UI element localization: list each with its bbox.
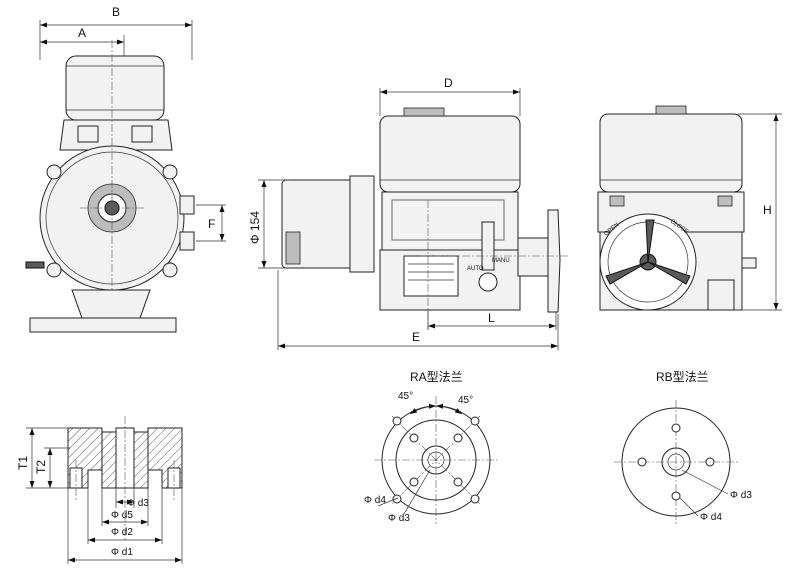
rear-view: OPEN CLOSE H — [597, 105, 782, 311]
ra-flange-view: RA型法兰 45° 45° Φ d4 Φ d3 — [364, 370, 498, 524]
rb-flange-view: RB型法兰 Φ d3 Φ d4 — [614, 370, 752, 526]
dim-a-label: A — [78, 26, 86, 40]
dim-t1-label: T1 — [16, 456, 30, 470]
angle-label-right: 45° — [458, 395, 473, 406]
rb-d3-label: Φ d3 — [730, 490, 752, 501]
ra-d4-label: Φ d4 — [364, 495, 386, 506]
dim-d2-label: Φ d2 — [111, 527, 133, 538]
rb-d4-label: Φ d4 — [700, 512, 722, 523]
dim-b-label: B — [112, 5, 120, 19]
angle-label-left: 45° — [398, 391, 413, 402]
dim-d-label: D — [444, 76, 453, 90]
dim-f-label: F — [208, 217, 215, 231]
dim-l-label: L — [488, 311, 495, 325]
coupling-section-view: T1 T2 Φ d3 Φ d5 Φ d2 Φ d1 — [16, 416, 183, 564]
dim-e-label: E — [412, 330, 420, 344]
dim-d1-label: Φ d1 — [111, 547, 133, 558]
side-view: D Φ 154 AUTO MANU — [248, 76, 570, 350]
ra-d3-label: Φ d3 — [388, 513, 410, 524]
ra-flange-title: RA型法兰 — [410, 370, 463, 384]
dim-d5-label: Φ d5 — [111, 510, 133, 521]
dim-phi154-label: Φ 154 — [248, 211, 262, 244]
rb-flange-title: RB型法兰 — [656, 370, 709, 384]
dim-section-d3-label: Φ d3 — [127, 498, 149, 509]
front-view: B A F — [25, 5, 226, 333]
manu-label: MANU — [492, 258, 510, 264]
dim-t2-label: T2 — [34, 460, 48, 474]
auto-label: AUTO — [467, 266, 484, 272]
dim-h-label: H — [763, 203, 772, 217]
